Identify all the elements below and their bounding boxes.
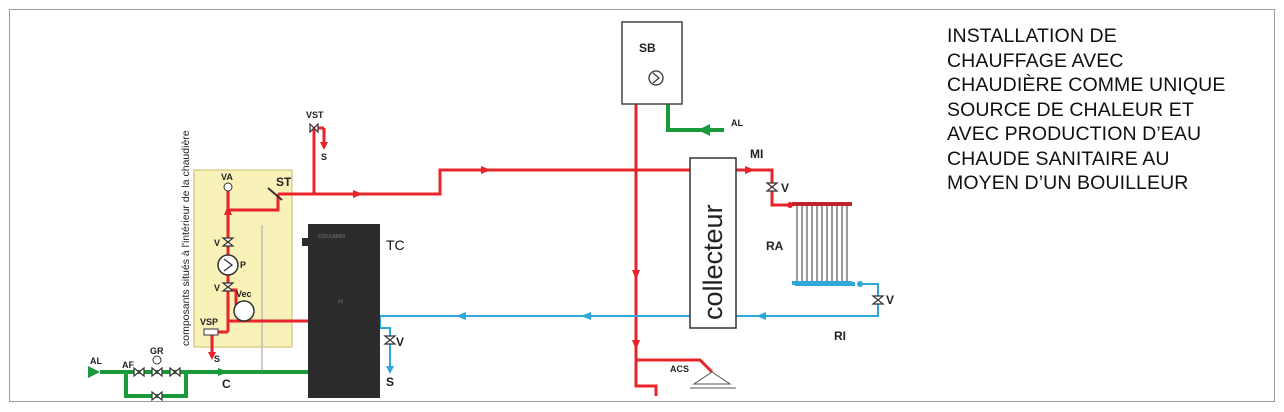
label-ra: RA — [766, 239, 784, 253]
label-vsp: VSP — [200, 317, 218, 327]
label-s-vst: S — [321, 152, 327, 162]
diagram-title: INSTALLATION DE CHAUFFAGE AVEC CHAUDIÈRE… — [947, 24, 1277, 196]
return-arrows — [456, 281, 863, 320]
label-sb: SB — [639, 41, 656, 55]
label-tc: TC — [386, 237, 405, 253]
drain-arrows — [208, 142, 328, 360]
return-water-circuit — [379, 282, 879, 372]
sb-pump-icon — [648, 70, 664, 86]
label-v-tc: V — [396, 335, 404, 349]
label-va: VA — [221, 172, 233, 182]
label-s-tc: S — [386, 375, 394, 389]
label-al-left: AL — [90, 356, 102, 366]
st-sensor-icon — [267, 187, 283, 201]
title-line: CHAUDE SANITAIRE AU — [947, 147, 1170, 170]
vsp-valve-icon — [203, 328, 219, 336]
title-line: SOURCE DE CHALEUR ET — [947, 98, 1194, 121]
tc-drain-arrow — [386, 366, 394, 374]
label-af: AF — [122, 360, 134, 370]
label-mi: MI — [750, 147, 763, 161]
radiator-fins — [796, 206, 848, 281]
label-gr: GR — [150, 346, 164, 356]
internal-components-note: composants situés à l'intérieur de la ch… — [180, 130, 192, 346]
gr-gauge-icon — [152, 355, 162, 365]
va-vent-icon — [223, 182, 233, 192]
valve-icons — [133, 122, 885, 402]
label-ri: RI — [834, 329, 846, 343]
label-v2: V — [214, 283, 220, 293]
supply-arrows — [88, 124, 710, 378]
boiler-center-mark: ⅡⅡ — [338, 299, 343, 305]
label-collecteur: collecteur — [698, 204, 728, 320]
label-vst: VST — [306, 110, 324, 120]
label-al-top: AL — [731, 118, 743, 128]
boiler-logo: EDILKAMIN — [318, 234, 345, 240]
hot-arrows — [224, 166, 793, 350]
title-line: INSTALLATION DE — [947, 25, 1117, 47]
title-line: MOYEN D’UN BOUILLEUR — [947, 172, 1189, 194]
label-st: ST — [276, 175, 292, 189]
sb-unit — [621, 21, 683, 105]
label-v-mi: V — [781, 181, 789, 195]
collecteur-box — [689, 157, 737, 329]
label-vec: Vec — [236, 289, 252, 299]
title-line: CHAUDIÈRE COMME UNIQUE — [947, 74, 1226, 96]
label-p: P — [240, 260, 246, 270]
pump-p-icon — [217, 254, 239, 276]
boiler-tc — [308, 224, 380, 398]
label-c: C — [222, 377, 231, 391]
radiator-ra — [792, 202, 852, 285]
label-v-ra: V — [886, 293, 894, 307]
label-s-vsp: S — [214, 354, 220, 364]
label-acs: ACS — [670, 364, 689, 374]
title-line: AVEC PRODUCTION D’EAU — [947, 123, 1202, 145]
title-line: CHAUFFAGE AVEC — [947, 49, 1124, 72]
label-v1: V — [214, 238, 220, 248]
vec-expansion-vessel-icon — [233, 300, 255, 322]
acs-tap-icon — [692, 371, 732, 385]
